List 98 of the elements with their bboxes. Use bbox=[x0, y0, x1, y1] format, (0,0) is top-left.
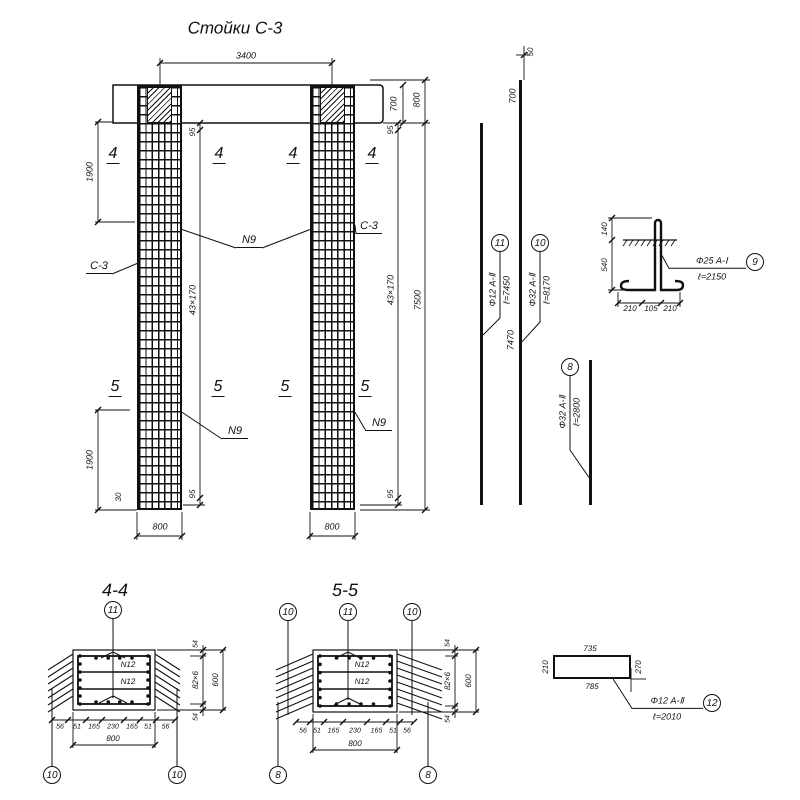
callout-label: N9 bbox=[222, 424, 248, 439]
dimension-label: 95 bbox=[387, 126, 395, 134]
dimension-label: 800 bbox=[324, 522, 340, 532]
rebar-line bbox=[589, 360, 592, 505]
dimension-label: 43×170 bbox=[188, 284, 198, 316]
leader-line bbox=[570, 376, 590, 478]
callout-circle: 9 bbox=[746, 253, 764, 271]
section-mark: 4 bbox=[286, 146, 300, 164]
column-drawing bbox=[310, 85, 355, 510]
section-mark: 4 bbox=[366, 146, 378, 164]
leader-line bbox=[428, 734, 429, 766]
dimension-label: 1900 bbox=[86, 162, 94, 182]
leader-line bbox=[612, 678, 704, 709]
leader-line bbox=[182, 412, 222, 440]
dimension-label: 1900 bbox=[86, 450, 94, 470]
section-mark: 5 bbox=[358, 379, 372, 397]
leader-line bbox=[112, 618, 114, 640]
bar-spec-label: Φ12 А-Ⅱ bbox=[650, 696, 684, 706]
dimension-label: 43×170 bbox=[386, 274, 396, 306]
leader-line bbox=[522, 252, 540, 342]
dimension-label: 800 bbox=[348, 740, 362, 748]
leader-line bbox=[659, 251, 746, 269]
dimension-label: 82×6 bbox=[192, 670, 200, 690]
leader-line bbox=[176, 734, 178, 766]
callout-circle: 12 bbox=[703, 694, 721, 712]
dimension-label: 600 bbox=[465, 674, 473, 688]
dimension-label: 95 bbox=[189, 128, 197, 136]
section-mark: 4 bbox=[212, 146, 226, 164]
stirrup-outline bbox=[553, 655, 631, 679]
section-title: 4-4 bbox=[102, 581, 128, 599]
section-mark: 4 bbox=[106, 146, 120, 164]
dimension-label: 600 bbox=[212, 673, 220, 687]
leader-line bbox=[262, 229, 310, 248]
leader-line bbox=[482, 252, 500, 336]
bar-spec-label: Φ12 А-Ⅱ bbox=[488, 273, 498, 307]
callout-label: С-3 bbox=[86, 259, 112, 274]
dimension-label: 7470 bbox=[506, 330, 516, 350]
dimension-label: 140 bbox=[601, 222, 609, 236]
dimension-label: 700 bbox=[390, 96, 398, 112]
dimension-label: 50 bbox=[527, 48, 535, 56]
bar-spec-label: ℓ=2150 bbox=[698, 272, 726, 282]
bar-mark: N12 bbox=[354, 661, 370, 669]
callout-circle: 10 bbox=[43, 766, 61, 784]
callout-circle: 8 bbox=[269, 766, 287, 784]
dimension-label: 735 bbox=[583, 645, 597, 653]
dimension-label: 95 bbox=[387, 490, 395, 498]
rebar-line bbox=[519, 80, 522, 505]
bar-mark: N12 bbox=[120, 678, 136, 686]
dimension-label: 210 bbox=[542, 660, 550, 674]
bar-spec-label: ℓ=2800 bbox=[572, 398, 582, 426]
dimension-label: 210 bbox=[663, 305, 677, 313]
dimension-label: 210 bbox=[623, 305, 637, 313]
dimension-label: 800 bbox=[106, 735, 120, 743]
bar-spec-label: ℓ=2010 bbox=[652, 712, 682, 722]
leader-line bbox=[112, 263, 138, 274]
section-mark: 5 bbox=[108, 379, 122, 397]
section-mark: 5 bbox=[278, 379, 292, 397]
section-mark: 5 bbox=[212, 379, 224, 397]
column-drawing bbox=[137, 85, 182, 510]
rebar-line bbox=[480, 123, 483, 505]
dimension-label: 105 bbox=[644, 305, 658, 313]
bar-spec-label: ℓ=8170 bbox=[542, 276, 552, 304]
callout-label: N9 bbox=[366, 416, 392, 431]
leader-line bbox=[347, 620, 348, 640]
callout-circle: 11 bbox=[104, 601, 122, 619]
callout-label: N9 bbox=[236, 233, 262, 248]
bar-spec-label: Φ25 А-Ⅰ bbox=[696, 256, 728, 266]
dimension-label: 800 bbox=[152, 522, 168, 532]
callout-circle: 8 bbox=[561, 358, 579, 376]
leader-line bbox=[354, 412, 366, 432]
callout-circle: 10 bbox=[168, 766, 186, 784]
cross-section-drawing bbox=[274, 640, 444, 735]
callout-circle: 10 bbox=[279, 603, 297, 621]
dimension-label: 785 bbox=[585, 683, 599, 691]
dimension-label: 540 bbox=[601, 258, 609, 272]
leader-line bbox=[412, 620, 413, 640]
callout-label: С-3 bbox=[356, 219, 382, 234]
drawing-title: Стойки С-3 bbox=[188, 20, 282, 36]
callout-circle: 10 bbox=[531, 234, 549, 252]
callout-circle: 10 bbox=[403, 603, 421, 621]
callout-circle: 11 bbox=[491, 234, 509, 252]
dimension-label: 3400 bbox=[236, 52, 256, 60]
section-title: 5-5 bbox=[332, 581, 358, 599]
dimension-label: 270 bbox=[635, 660, 643, 674]
bar-spec-label: Φ32 А-Ⅱ bbox=[558, 395, 568, 429]
callout-circle: 11 bbox=[339, 603, 357, 621]
dimension-label: 95 bbox=[189, 490, 197, 498]
dimension-label: 700 bbox=[508, 88, 518, 104]
bar-mark: N12 bbox=[354, 678, 370, 686]
callout-circle: 8 bbox=[419, 766, 437, 784]
dimension-label: 800 bbox=[412, 92, 422, 108]
dimension-label: 82×6 bbox=[444, 672, 452, 690]
leader-line bbox=[182, 229, 236, 248]
dimension-label: 7500 bbox=[414, 290, 422, 310]
dimension-label: 30 bbox=[115, 492, 123, 502]
bar-spec-label: Φ32 А-Ⅱ bbox=[528, 273, 538, 307]
bar-spec-label: ℓ=7450 bbox=[502, 276, 512, 304]
bar-mark: N12 bbox=[120, 661, 136, 669]
